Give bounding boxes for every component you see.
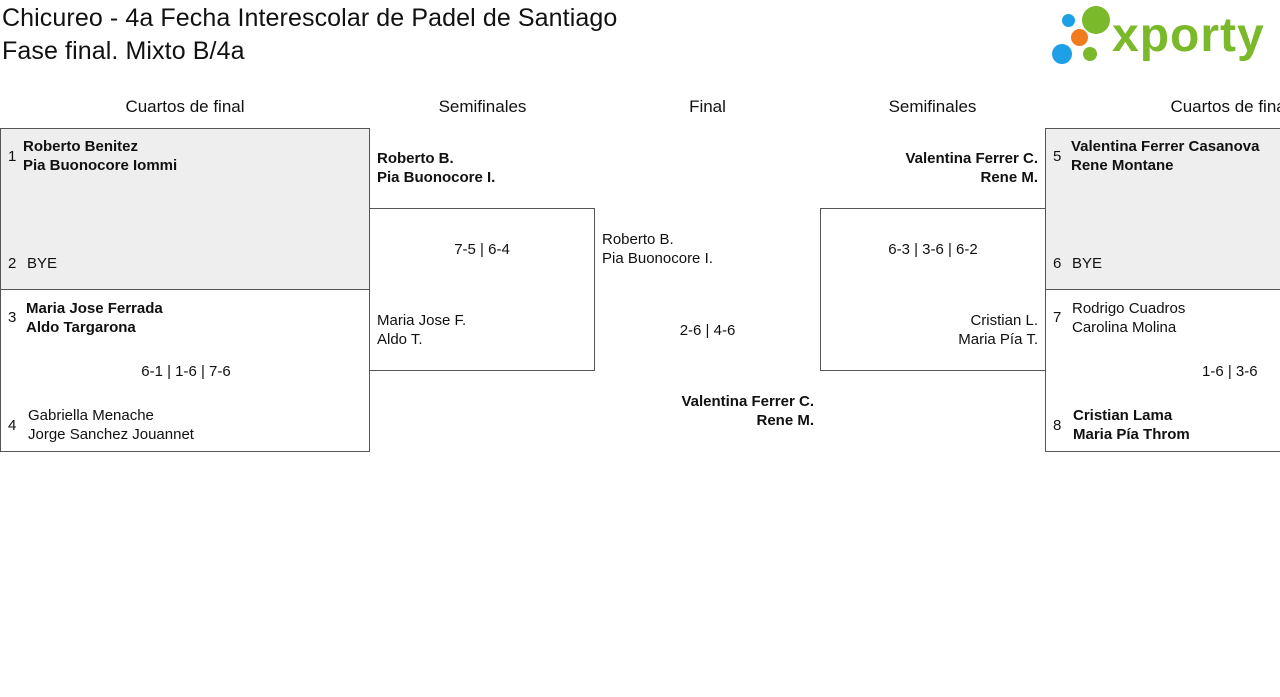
logo-wordmark: xporty (1112, 9, 1265, 62)
match-qf3[interactable]: 5 Valentina Ferrer Casanova Rene Montane… (1045, 128, 1280, 290)
player-name: Cristian Lama (1073, 407, 1173, 424)
sf1-team-top: Roberto B. Pia Buonocore I. (377, 149, 495, 187)
player-name: Carolina Molina (1072, 319, 1177, 336)
player-name: Cristian L. (970, 312, 1038, 329)
logo-dot-green (1082, 6, 1110, 34)
sf2-team-bottom: Cristian L. Maria Pía T. (821, 311, 1038, 349)
player-name: Pia Buonocore I. (602, 250, 713, 267)
seed-number: 2 (8, 255, 17, 272)
xporty-logo[interactable]: xporty (1050, 4, 1280, 68)
logo-dot-blue-small (1062, 14, 1075, 27)
header-final: Final (689, 97, 726, 116)
player-name: Rodrigo Cuadros (1072, 300, 1186, 317)
logo-dot-orange (1071, 29, 1088, 46)
player-name: Roberto B. (602, 231, 674, 248)
player-name: Valentina Ferrer Casanova (1071, 138, 1260, 155)
header-quarterfinals-right: Cuartos de final (1170, 97, 1280, 116)
match-score: 6-1 | 1-6 | 7-6 (141, 363, 231, 380)
player-name: Jorge Sanchez Jouannet (28, 426, 194, 443)
seed-number: 1 (8, 148, 17, 165)
match-score: 6-3 | 3-6 | 6-2 (888, 241, 978, 258)
seed-number: 8 (1053, 417, 1062, 434)
sf2-team-top: Valentina Ferrer C. Rene M. (820, 149, 1038, 187)
header-semifinals-right: Semifinales (888, 97, 977, 116)
match-sf2[interactable]: 6-3 | 3-6 | 6-2 Cristian L. Maria Pía T. (820, 208, 1046, 371)
team-cristian-maria: Cristian Lama Maria Pía Throm (1073, 406, 1190, 444)
match-sf1[interactable]: 7-5 | 6-4 Maria Jose F. Aldo T. (369, 208, 595, 371)
seed-number: 3 (8, 309, 17, 326)
header-quarterfinals-left: Cuartos de final (125, 97, 245, 116)
player-name: Maria Jose Ferrada (26, 300, 163, 317)
seed-number: 4 (8, 417, 17, 434)
page-title: Chicureo - 4a Fecha Interescolar de Pade… (2, 2, 617, 68)
match-score: 1-6 | 3-6 (1202, 363, 1258, 380)
player-name: Maria Pía T. (958, 331, 1038, 348)
phase-title: Fase final. Mixto B/4a (2, 37, 245, 65)
match-qf4[interactable]: 7 Rodrigo Cuadros Carolina Molina 1-6 | … (1045, 289, 1280, 452)
team-rodrigo-carolina: Rodrigo Cuadros Carolina Molina (1072, 299, 1185, 337)
team-bye: BYE (27, 254, 57, 273)
tournament-title: Chicureo - 4a Fecha Interescolar de Pade… (2, 4, 618, 32)
player-name: Maria Pía Throm (1073, 426, 1190, 443)
player-name: BYE (1072, 255, 1103, 272)
player-name: Pia Buonocore Iommi (23, 157, 178, 174)
player-name: Rene M. (756, 412, 814, 429)
player-name: Valentina Ferrer C. (681, 393, 814, 410)
player-name: Rene M. (980, 169, 1038, 186)
team-maria-aldo: Maria Jose Ferrada Aldo Targarona (26, 299, 163, 337)
final-team-bottom: Valentina Ferrer C. Rene M. (595, 392, 814, 430)
final-team-top: Roberto B. Pia Buonocore I. (602, 230, 713, 268)
logo-dot-blue (1052, 44, 1072, 64)
player-name: Valentina Ferrer C. (905, 150, 1038, 167)
team-valentina-rene: Valentina Ferrer Casanova Rene Montane (1071, 137, 1259, 175)
player-name: Rene Montane (1071, 157, 1174, 174)
logo-dot-green-small (1083, 47, 1097, 61)
player-name: Gabriella Menache (28, 407, 154, 424)
player-name: Pia Buonocore I. (377, 169, 496, 186)
team-bye: BYE (1072, 254, 1102, 273)
header-semifinals-left: Semifinales (438, 97, 527, 116)
player-name: Aldo Targarona (26, 319, 136, 336)
player-name: BYE (27, 255, 58, 272)
team-gabriella-jorge: Gabriella Menache Jorge Sanchez Jouannet (28, 406, 194, 444)
player-name: Roberto B. (377, 150, 454, 167)
player-name: Aldo T. (377, 331, 423, 348)
match-qf2[interactable]: 3 Maria Jose Ferrada Aldo Targarona 6-1 … (0, 289, 370, 452)
team-roberto-pia: Roberto Benitez Pia Buonocore Iommi (23, 137, 177, 175)
player-name: Roberto Benitez (23, 138, 139, 155)
seed-number: 7 (1053, 309, 1062, 326)
player-name: Maria Jose F. (377, 312, 467, 329)
sf1-team-bottom: Maria Jose F. Aldo T. (377, 311, 466, 349)
seed-number: 6 (1053, 255, 1062, 272)
seed-number: 5 (1053, 148, 1062, 165)
match-score: 7-5 | 6-4 (454, 241, 510, 258)
final-score: 2-6 | 4-6 (679, 322, 736, 339)
match-qf1[interactable]: 1 Roberto Benitez Pia Buonocore Iommi 2 … (0, 128, 370, 290)
